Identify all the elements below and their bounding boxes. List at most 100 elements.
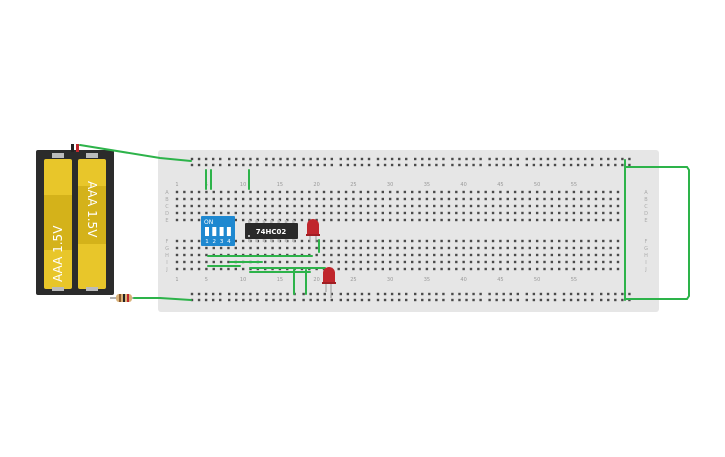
breadboard-hole[interactable]: [418, 190, 421, 194]
breadboard-hole[interactable]: [442, 163, 445, 167]
breadboard-hole[interactable]: [525, 157, 528, 161]
breadboard-hole[interactable]: [316, 292, 319, 296]
breadboard-hole[interactable]: [309, 163, 312, 167]
breadboard-hole[interactable]: [366, 267, 370, 271]
breadboard-hole[interactable]: [316, 163, 319, 167]
breadboard-hole[interactable]: [190, 292, 194, 296]
breadboard-hole[interactable]: [506, 218, 509, 222]
breadboard-hole[interactable]: [249, 157, 252, 161]
breadboard-hole[interactable]: [388, 253, 392, 257]
breadboard-hole[interactable]: [352, 204, 355, 208]
breadboard-hole[interactable]: [572, 211, 576, 215]
breadboard-hole[interactable]: [360, 292, 364, 296]
breadboard-hole[interactable]: [175, 260, 179, 264]
breadboard-hole[interactable]: [425, 211, 429, 215]
breadboard-hole[interactable]: [543, 190, 546, 194]
breadboard-hole[interactable]: [594, 260, 598, 264]
breadboard-hole[interactable]: [346, 292, 350, 296]
breadboard-hole[interactable]: [491, 204, 495, 208]
breadboard-hole[interactable]: [435, 298, 438, 302]
breadboard-hole[interactable]: [484, 204, 487, 208]
breadboard-hole[interactable]: [190, 157, 194, 161]
breadboard-hole[interactable]: [621, 298, 624, 302]
breadboard-hole[interactable]: [484, 260, 487, 264]
breadboard-hole[interactable]: [535, 197, 539, 201]
breadboard-hole[interactable]: [337, 246, 340, 250]
breadboard-hole[interactable]: [628, 157, 631, 161]
breadboard-hole[interactable]: [528, 218, 531, 222]
breadboard-hole[interactable]: [521, 190, 524, 194]
breadboard-hole[interactable]: [359, 197, 362, 201]
breadboard-hole[interactable]: [562, 298, 566, 302]
breadboard-hole[interactable]: [602, 267, 605, 271]
breadboard-hole[interactable]: [271, 211, 274, 215]
breadboard-hole[interactable]: [580, 267, 583, 271]
breadboard-hole[interactable]: [205, 190, 208, 194]
breadboard-hole[interactable]: [286, 157, 289, 161]
breadboard-hole[interactable]: [374, 197, 377, 201]
breadboard-hole[interactable]: [572, 218, 576, 222]
breadboard-hole[interactable]: [550, 211, 554, 215]
breadboard-hole[interactable]: [621, 163, 624, 167]
breadboard-hole[interactable]: [576, 163, 580, 167]
breadboard-hole[interactable]: [352, 218, 355, 222]
breadboard-hole[interactable]: [469, 267, 473, 271]
breadboard-hole[interactable]: [425, 260, 429, 264]
breadboard-hole[interactable]: [488, 163, 491, 167]
breadboard-hole[interactable]: [353, 298, 357, 302]
breadboard-hole[interactable]: [235, 163, 238, 167]
breadboard-hole[interactable]: [175, 253, 179, 257]
breadboard-hole[interactable]: [344, 190, 348, 194]
breadboard-hole[interactable]: [308, 190, 311, 194]
breadboard-hole[interactable]: [491, 197, 495, 201]
breadboard-hole[interactable]: [421, 292, 424, 296]
breadboard-hole[interactable]: [278, 197, 282, 201]
breadboard-hole[interactable]: [455, 253, 458, 257]
led-bottom[interactable]: [322, 267, 336, 298]
breadboard-hole[interactable]: [491, 211, 495, 215]
breadboard-hole[interactable]: [594, 253, 598, 257]
breadboard-hole[interactable]: [418, 211, 421, 215]
breadboard-hole[interactable]: [609, 204, 612, 208]
breadboard-hole[interactable]: [440, 267, 443, 271]
breadboard-hole[interactable]: [447, 190, 451, 194]
breadboard-hole[interactable]: [587, 218, 590, 222]
breadboard-hole[interactable]: [197, 246, 201, 250]
breadboard-hole[interactable]: [587, 190, 590, 194]
breadboard-hole[interactable]: [359, 260, 362, 264]
breadboard-hole[interactable]: [602, 204, 605, 208]
breadboard-hole[interactable]: [286, 197, 289, 201]
breadboard-hole[interactable]: [300, 246, 304, 250]
breadboard-hole[interactable]: [249, 298, 252, 302]
breadboard-hole[interactable]: [278, 218, 282, 222]
breadboard-hole[interactable]: [447, 246, 451, 250]
breadboard-hole[interactable]: [403, 239, 407, 243]
breadboard-hole[interactable]: [414, 292, 417, 296]
breadboard-hole[interactable]: [197, 197, 201, 201]
breadboard-hole[interactable]: [300, 239, 304, 243]
breadboard-hole[interactable]: [405, 157, 408, 161]
breadboard-hole[interactable]: [591, 298, 594, 302]
breadboard-hole[interactable]: [565, 197, 568, 201]
breadboard-hole[interactable]: [219, 246, 223, 250]
breadboard-hole[interactable]: [440, 260, 443, 264]
breadboard-hole[interactable]: [286, 246, 289, 250]
breadboard-hole[interactable]: [227, 267, 230, 271]
breadboard-hole[interactable]: [360, 163, 364, 167]
breadboard-hole[interactable]: [495, 292, 498, 296]
breadboard-hole[interactable]: [390, 298, 394, 302]
breadboard-hole[interactable]: [532, 292, 536, 296]
breadboard-hole[interactable]: [569, 292, 573, 296]
breadboard-hole[interactable]: [435, 292, 438, 296]
breadboard-hole[interactable]: [521, 260, 524, 264]
breadboard-hole[interactable]: [607, 292, 610, 296]
breadboard-hole[interactable]: [580, 190, 583, 194]
breadboard-hole[interactable]: [183, 211, 186, 215]
breadboard-hole[interactable]: [352, 190, 355, 194]
breadboard-hole[interactable]: [553, 292, 557, 296]
breadboard-hole[interactable]: [396, 267, 399, 271]
breadboard-hole[interactable]: [175, 197, 179, 201]
breadboard-hole[interactable]: [383, 298, 387, 302]
breadboard-hole[interactable]: [558, 204, 561, 208]
breadboard-hole[interactable]: [499, 190, 502, 194]
